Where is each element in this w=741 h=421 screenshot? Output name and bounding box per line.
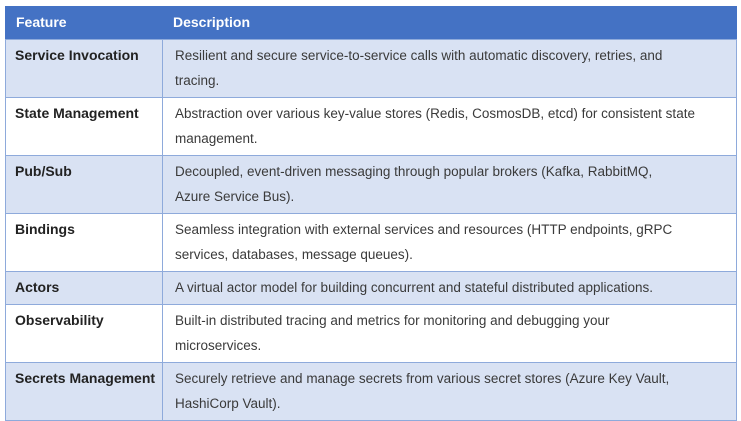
feature-cell: Bindings [5, 213, 163, 272]
description-cell: Built-in distributed tracing and metrics… [162, 304, 737, 363]
column-header-description: Description [162, 6, 737, 40]
description-cell: Resilient and secure service-to-service … [162, 39, 737, 98]
description-cell: Seamless integration with external servi… [162, 213, 737, 272]
feature-cell: Observability [5, 304, 163, 363]
feature-cell: Service Invocation [5, 39, 163, 98]
description-cell: Securely retrieve and manage secrets fro… [162, 362, 737, 421]
feature-cell: State Management [5, 97, 163, 156]
feature-cell: Pub/Sub [5, 155, 163, 214]
column-header-feature: Feature [5, 6, 163, 40]
feature-cell: Secrets Management [5, 362, 163, 421]
feature-cell: Actors [5, 271, 163, 305]
description-cell: Abstraction over various key-value store… [162, 97, 737, 156]
table-header-row: Feature Description [5, 6, 737, 40]
description-cell: Decoupled, event-driven messaging throug… [162, 155, 737, 214]
description-cell: A virtual actor model for building concu… [162, 271, 737, 305]
